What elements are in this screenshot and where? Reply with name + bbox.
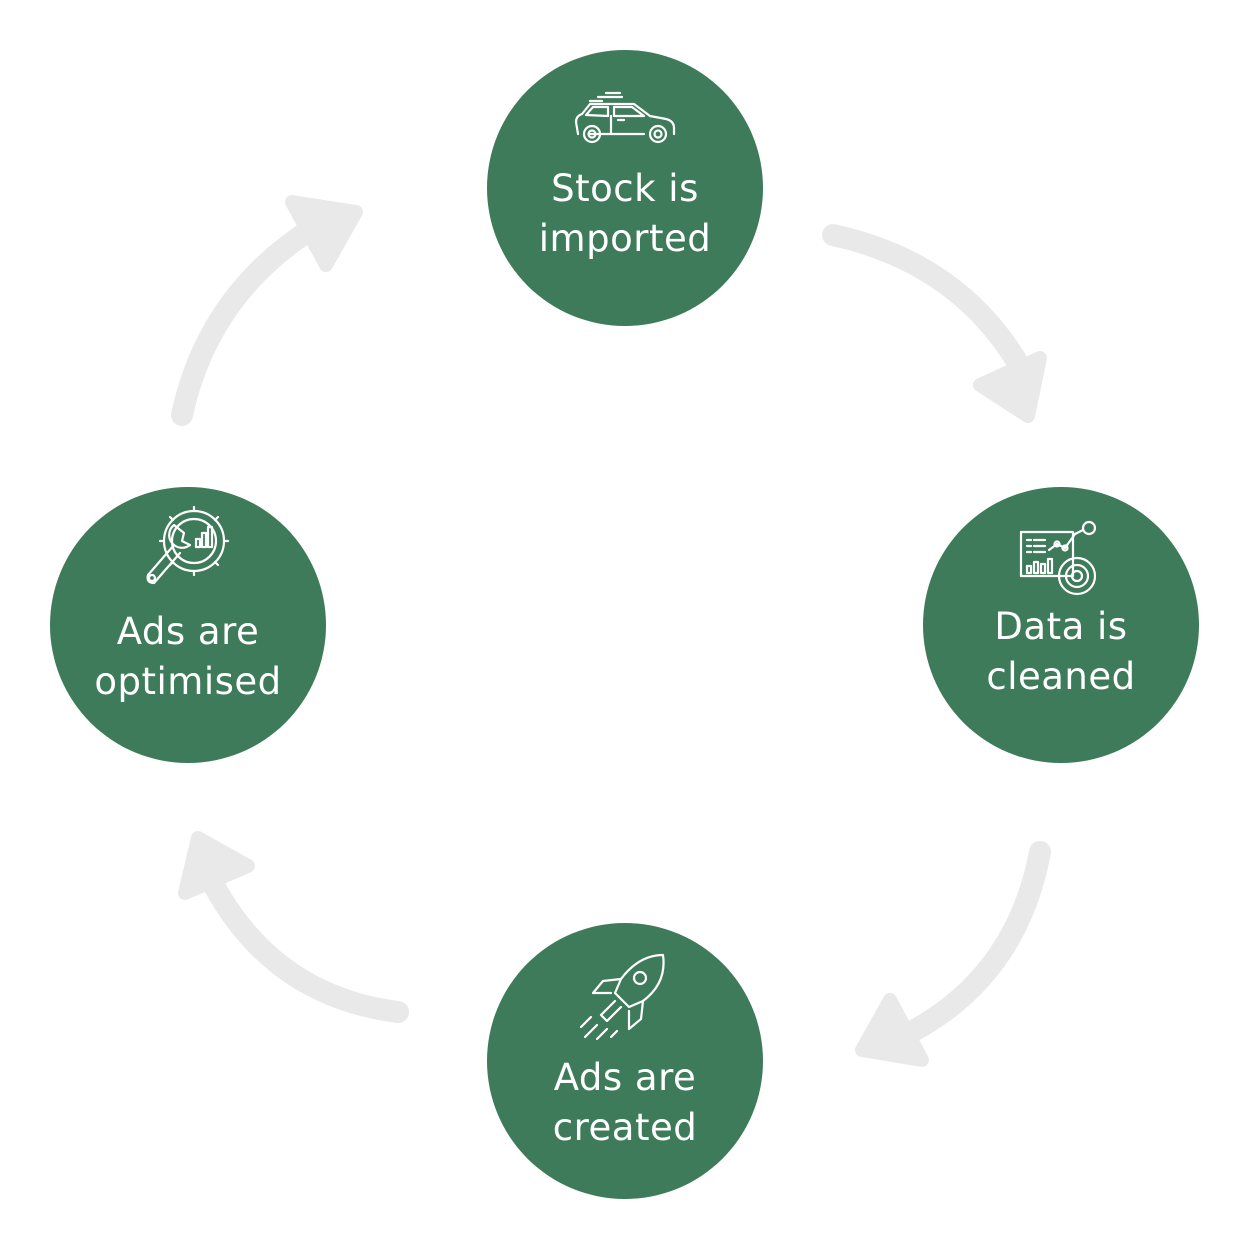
wrench-gear-icon [138,503,238,603]
step-label-line: cleaned [986,655,1136,698]
step-label-line: Data is [994,605,1128,648]
car-icon [570,90,680,146]
step-label: Data is cleaned [923,602,1199,702]
step-label-line: Ads are [553,1056,697,1099]
arrow-right-to-bottom [855,841,1051,1067]
step-label: Stock is imported [487,164,763,264]
step-label-line: optimised [94,660,282,703]
arrow-bottom-to-left [178,831,409,1023]
step-data-cleaned: Data is cleaned [923,487,1199,763]
step-label-line: Ads are [116,610,260,653]
arrow-left-to-top [171,195,363,426]
rocket-icon [577,949,673,1045]
step-label-line: Stock is [551,167,699,210]
data-chart-icon [1019,520,1103,600]
step-label: Ads are optimised [50,607,326,707]
step-label-line: imported [538,217,712,260]
step-ads-optimised: Ads are optimised [50,487,326,763]
step-label: Ads are created [487,1053,763,1153]
step-label-line: created [552,1106,698,1149]
arrow-top-to-right [822,224,1047,423]
step-ads-created: Ads are created [487,923,763,1199]
step-stock-imported: Stock is imported [487,50,763,326]
